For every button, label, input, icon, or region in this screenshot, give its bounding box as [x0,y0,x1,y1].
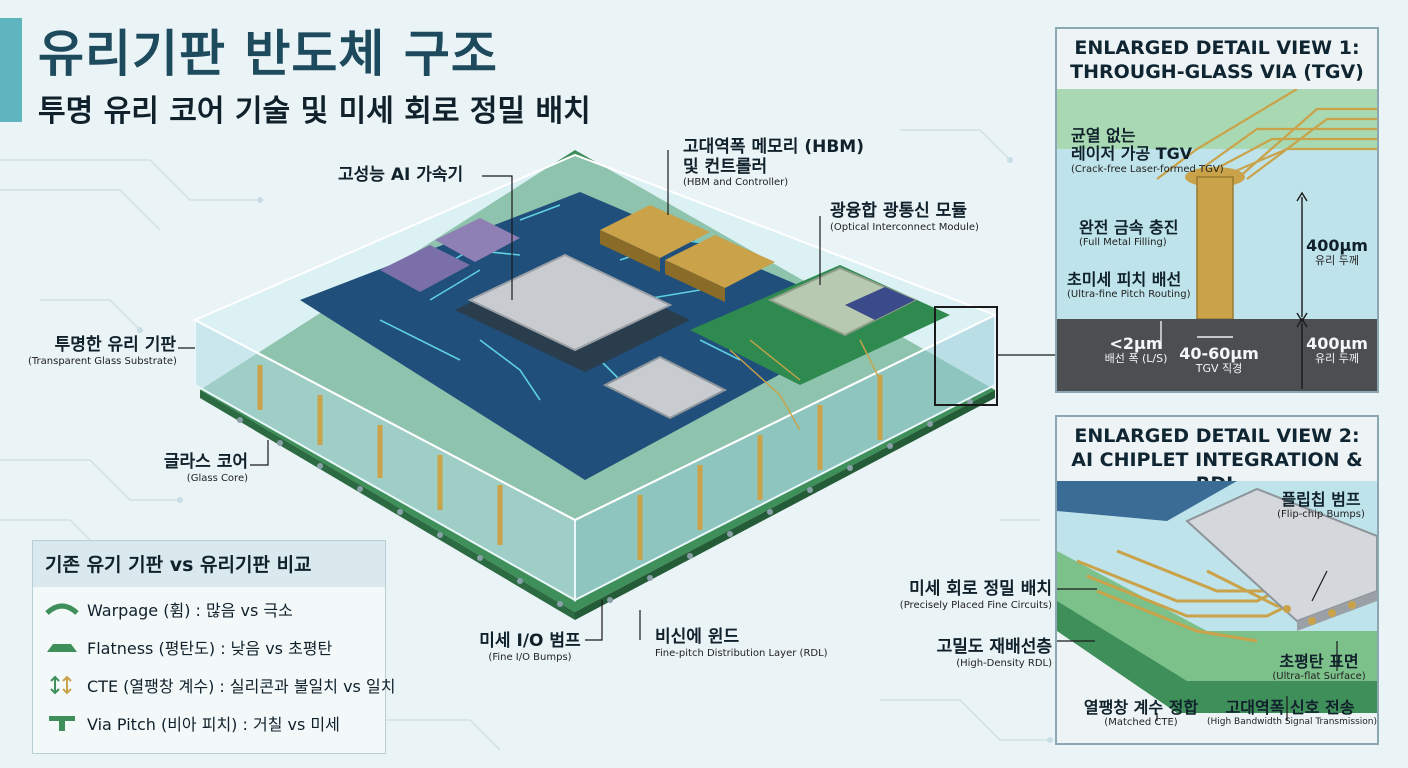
thickness-bottom-label: 유리 두께 [1315,352,1359,366]
label-optical: 광융합 광통신 모듈 (Optical Interconnect Module) [830,201,979,233]
comparison-panel: 기존 유기 기판 vs 유리기판 비교 Warpage (휨) : 많음 vs … [32,540,395,754]
flatness-text: Flatness (평탄도) : 낮음 vs 초평탄 [87,639,333,658]
detail-view-1-title-line1: ENLARGED DETAIL VIEW 1: [1074,37,1360,59]
label-thickness-top: 400μm 유리 두께 [1305,236,1369,268]
tgv-cross-section [1057,89,1377,391]
comparison-title: 기존 유기 기판 vs 유리기판 비교 [33,541,385,587]
metal-fill-label: 완전 금속 충진 [1079,218,1179,237]
comparison-row-via: Via Pitch (비아 피치) : 거칠 vs 미세 [45,711,340,743]
tgv-diameter-label: TGV 직경 [1195,362,1243,376]
tgv-diameter-value: 40-60μm [1179,344,1259,363]
crack-free-line1: 균열 없는 [1071,126,1136,145]
chiplet-small-2 [435,218,520,262]
fine-circuits-label: 미세 회로 정밀 배치 [909,579,1052,599]
label-rdl: 비신에 윈드 Fine-pitch Distribution Layer (RD… [655,627,828,659]
label-ai-accelerator: 고성능 AI 가속기 [338,165,464,186]
fine-io-label-en: (Fine I/O Bumps) [488,651,572,663]
thickness-bottom-value: 400μm [1306,334,1368,353]
metal-fill-en: (Full Metal Filling) [1079,237,1167,249]
crack-free-en: (Crack-free Laser-formed TGV) [1071,163,1224,175]
warpage-icon [45,603,79,615]
hbm-stack-2 [665,235,775,288]
via-icon [49,716,75,731]
detail-view-1-title-line2: THROUGH-GLASS VIA (TGV) [1070,60,1364,83]
fine-pitch-label: 초미세 피치 배선 [1067,270,1182,289]
label-glass-substrate: 투명한 유리 기판 (Transparent Glass Substrate) [28,335,177,367]
glass-substrate-label-en: (Transparent Glass Substrate) [28,355,177,367]
thickness-top-value: 400μm [1306,236,1368,255]
flatness-icon [47,644,77,652]
label-crack-free-tgv: 균열 없는 레이저 가공 TGV (Crack-free Laser-forme… [1071,126,1224,175]
cte-label: 열팽창 계수 정합 [1083,698,1199,717]
via-text: Via Pitch (비아 피치) : 거칠 vs 미세 [87,715,340,734]
cte-arrows-icon [50,675,72,695]
page-title: 유리기판 반도체 구조 [38,25,498,83]
chiplet-rdl-illustration [1057,481,1377,721]
controller-chip [602,355,728,420]
ultra-flat-en: (Ultra-flat Surface) [1272,671,1366,683]
hd-rdl-label: 고밀도 재배선층 [936,637,1052,657]
detail-view-2-panel: ENLARGED DETAIL VIEW 2: AI CHIPLET INTEG… [1055,415,1379,745]
hbw-label: 고대역폭 신호 전송 [1225,698,1355,717]
detail-callout-box [934,306,998,406]
crack-free-line2: 레이저 가공 TGV [1071,144,1193,164]
fine-circuits-en: (Precisely Placed Fine Circuits) [899,599,1052,611]
label-ultra-flat: 초평탄 표면 (Ultra-flat Surface) [1267,652,1371,683]
hbw-en: (High Bandwidth Signal Transmission) [1207,717,1377,728]
label-full-metal-filling: 완전 금속 충진 (Full Metal Filling) [1079,218,1179,249]
label-matched-cte: 열팽창 계수 정합 (Matched CTE) [1071,698,1211,729]
through-glass-vias [257,365,883,560]
label-ultra-fine-pitch: 초미세 피치 배선 (Ultra-fine Pitch Routing) [1067,270,1191,301]
fine-pitch-en: (Ultra-fine Pitch Routing) [1067,289,1191,301]
detail-view-1-panel: ENLARGED DETAIL VIEW 1: THROUGH-GLASS VI… [1055,27,1379,393]
chiplet-small-1 [380,245,470,292]
label-fine-circuits: 미세 회로 정밀 배치 (Precisely Placed Fine Circu… [860,579,1052,611]
cte-en: (Matched CTE) [1104,717,1178,729]
detail-view-1-title: ENLARGED DETAIL VIEW 1: THROUGH-GLASS VI… [1057,37,1377,85]
flip-chip-en: (Flip-chip Bumps) [1277,509,1365,521]
glass-substrate-label: 투명한 유리 기판 [54,335,176,355]
ls-label: 배선 폭 (L/S) [1104,352,1168,366]
flip-chip-label: 플립칩 범프 [1281,490,1361,509]
tgv-via-fill [1196,176,1234,320]
label-hbm: 고대역폭 메모리 (HBM) 및 컨트롤러 (HBM and Controlle… [683,137,864,189]
label-glass-core: 글라스 코어 (Glass Core) [140,452,248,484]
label-high-density-rdl: 고밀도 재배선층 (High-Density RDL) [880,637,1052,669]
fine-io-label: 미세 I/O 범프 [479,631,581,651]
label-fine-io: 미세 I/O 범프 (Fine I/O Bumps) [470,631,590,663]
ai-accelerator-label: 고성능 AI 가속기 [338,165,464,185]
hbm-label-en: (HBM and Controller) [683,177,789,189]
glass-core-label-en: (Glass Core) [186,472,248,484]
comparison-row-warpage: Warpage (휨) : 많음 vs 극소 [45,597,293,629]
warpage-text: Warpage (휨) : 많음 vs 극소 [87,601,293,620]
title-accent-bar [0,18,22,122]
rdl-label-en: Fine-pitch Distribution Layer (RDL) [655,647,828,659]
cte-text: CTE (열팽창 계수) : 실리콘과 불일치 vs 일치 [87,677,396,696]
fine-io-bumps [237,399,973,607]
label-tgv-diameter: 40-60μm TGV 직경 [1171,344,1267,376]
rdl-label: 비신에 윈드 [655,627,740,647]
label-line-space: <2μm 배선 폭 (L/S) [1091,334,1181,366]
ultra-flat-label: 초평탄 표면 [1279,652,1359,671]
optical-label: 광융합 광통신 모듈 [830,201,967,221]
page-subtitle: 투명 유리 코어 기술 및 미세 회로 정밀 배치 [38,94,591,129]
hd-rdl-en: (High-Density RDL) [956,657,1052,669]
optical-label-en: (Optical Interconnect Module) [830,221,979,233]
hbm-label-line1: 고대역폭 메모리 (HBM) [683,137,864,157]
label-flip-chip: 플립칩 범프 (Flip-chip Bumps) [1269,490,1373,521]
label-thickness-bottom: 400μm 유리 두께 [1305,334,1369,366]
label-high-bandwidth: 고대역폭 신호 전송 (High Bandwidth Signal Transm… [1207,698,1377,728]
hbm-stack-1 [600,205,710,258]
comparison-row-flatness: Flatness (평탄도) : 낮음 vs 초평탄 [45,635,332,667]
ai-accelerator-die [467,253,673,352]
ls-value: <2μm [1109,334,1163,353]
thickness-top-label: 유리 두께 [1315,254,1359,268]
glass-core-label: 글라스 코어 [163,452,248,472]
comparison-row-cte: CTE (열팽창 계수) : 실리콘과 불일치 vs 일치 [45,673,395,705]
detail-view-2-title-line1: ENLARGED DETAIL VIEW 2: [1074,425,1360,447]
hbm-label-line2: 및 컨트롤러 [683,156,768,177]
glass-substrate-illustration [192,150,998,620]
flip-chip-die [1185,487,1377,623]
